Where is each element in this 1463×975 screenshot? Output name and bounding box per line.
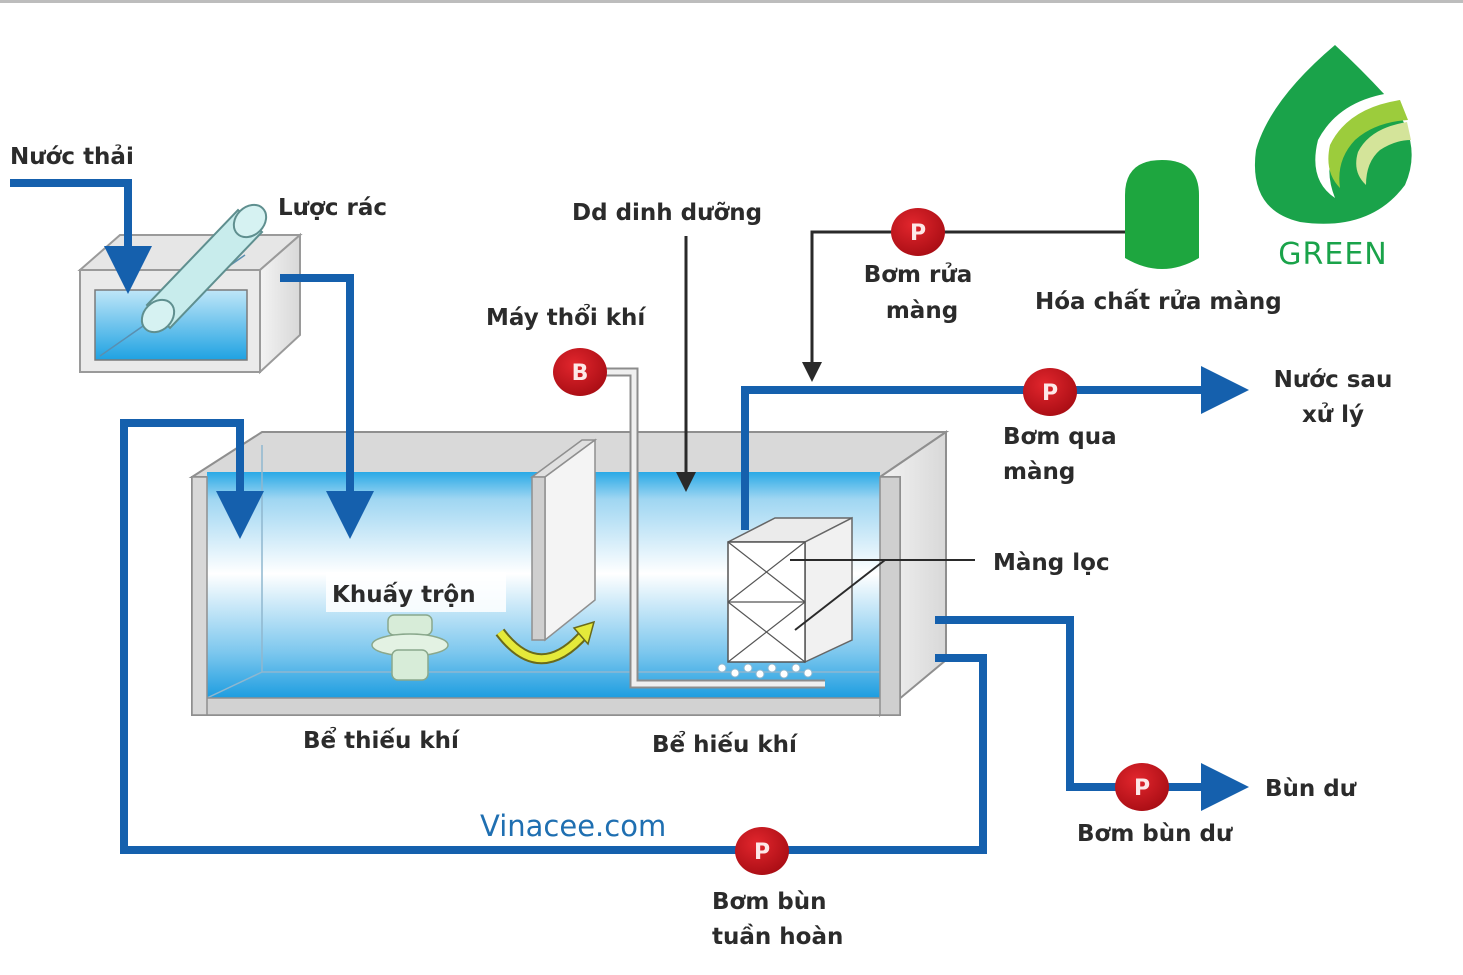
label-aerobic-tank: Bể hiếu khí (652, 730, 798, 758)
excess-sludge-pipe (935, 616, 1249, 811)
label-permeate-pump-2: màng (1003, 459, 1075, 485)
excess-pump-letter: P (1134, 776, 1150, 801)
label-treated-1: Nước sau (1274, 367, 1393, 393)
logo-text: GREEN (1278, 237, 1387, 272)
inlet-pipe (10, 179, 152, 294)
label-screen: Lược rác (278, 195, 387, 221)
air-pipe (600, 367, 825, 689)
return-sludge-pipe (120, 419, 987, 854)
wash-pump: P (891, 208, 945, 256)
label-permeate-pump-1: Bơm qua (1003, 424, 1117, 450)
return-pump-letter: P (754, 840, 770, 865)
top-border (0, 0, 1463, 3)
label-wash-pump-2: màng (886, 298, 958, 324)
excess-sludge-pump: P (1115, 763, 1169, 811)
label-membrane: Màng lọc (993, 550, 1110, 576)
chemical-tank-icon (1125, 160, 1199, 269)
label-treated-2: xử lý (1302, 402, 1364, 428)
label-blower: Máy thổi khí (486, 303, 646, 331)
label-return-pump-1: Bơm bùn (712, 889, 827, 915)
baffle-wall (529, 438, 598, 642)
label-return-pump-2: tuần hoàn (712, 923, 843, 950)
membrane-module (727, 516, 853, 664)
label-excess-sludge: Bùn dư (1265, 776, 1357, 802)
green-logo: GREEN (1254, 45, 1412, 272)
flow-direction-arrow (495, 620, 596, 665)
mixer-icon (371, 614, 449, 681)
label-mixer: Khuấy trộn (332, 581, 476, 608)
permeate-pump: P (1023, 368, 1077, 416)
watermark-vinacee: Vinacee.com (480, 809, 666, 843)
label-nutrient: Dd dinh dưỡng (572, 200, 762, 226)
wash-pump-letter: P (910, 221, 926, 246)
return-sludge-pump: P (735, 827, 789, 875)
label-wastewater-in: Nước thải (10, 144, 134, 170)
mixer-label-bg (326, 572, 506, 612)
label-anoxic-tank: Bể thiếu khí (303, 726, 460, 754)
air-bubbles-icon (717, 663, 813, 679)
label-excess-pump: Bơm bùn dư (1077, 821, 1233, 847)
screen-outlet-pipe (280, 274, 374, 539)
permeate-pump-letter: P (1042, 381, 1058, 406)
blower-pump: B (553, 348, 607, 396)
label-wash-pump-1: Bơm rửa (864, 262, 973, 288)
blower-letter: B (572, 361, 589, 386)
screen-drum-icon (140, 203, 268, 334)
chemical-dosing-lines (676, 230, 1125, 631)
label-chemical: Hóa chất rửa màng (1035, 288, 1282, 315)
